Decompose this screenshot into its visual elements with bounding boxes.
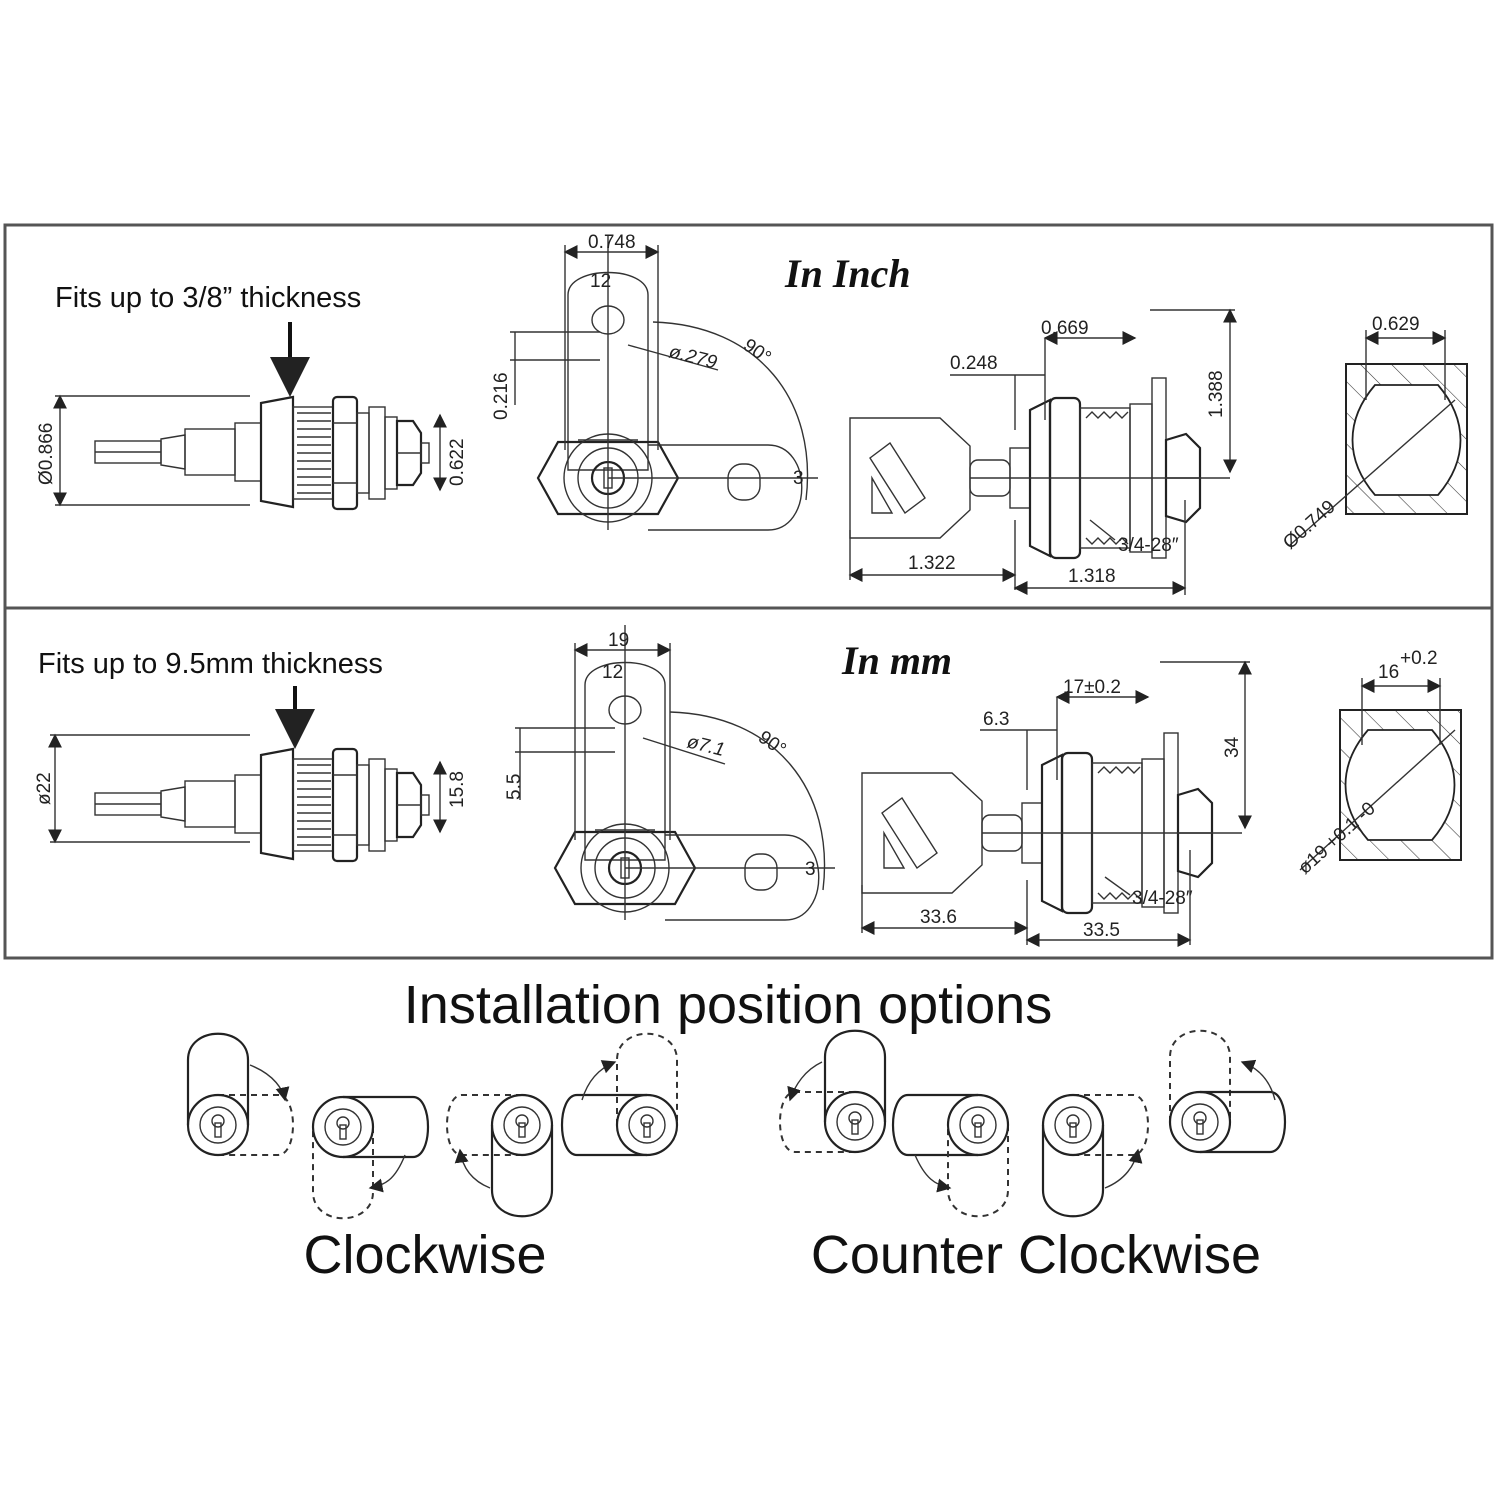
- mm-panel-cutout: [1299, 678, 1462, 871]
- mm-side-height: 15.8: [447, 771, 468, 808]
- mm-side-diameter: ø22: [34, 772, 55, 805]
- mm-cutout-width-tol: +0.2: [1400, 648, 1438, 669]
- cw-knob-4: [560, 1032, 679, 1157]
- counter-clockwise-label: Counter Clockwise: [811, 1225, 1261, 1285]
- clockwise-label: Clockwise: [303, 1225, 546, 1285]
- inch-front-width: 0.748: [588, 232, 636, 253]
- ccw-knob-1: [779, 1029, 887, 1154]
- inch-front-hole: ø.279: [667, 341, 720, 373]
- mm-front-width: 19: [608, 630, 629, 651]
- clockwise-diagrams: [186, 1032, 679, 1220]
- inch-side-view: [93, 395, 431, 511]
- inch-cutout-width: 0.629: [1372, 314, 1420, 335]
- mm-cutout-diameter: ø19: [1294, 841, 1332, 879]
- mm-front-dot: 3: [805, 859, 816, 880]
- mm-front-offset: 12: [602, 662, 623, 683]
- cw-knob-3: [446, 1093, 554, 1218]
- inch-front-angle: 90°: [739, 335, 775, 369]
- inch-profile-key-len: 1.322: [908, 553, 956, 574]
- inch-front-view: [536, 233, 820, 532]
- mm-profile-d1: 17±0.2: [1063, 677, 1121, 698]
- mm-front-view: [553, 623, 837, 922]
- inch-profile-d1: 0.669: [1041, 318, 1089, 339]
- mm-profile-d2: 6.3: [983, 709, 1009, 730]
- mm-side-view: [93, 747, 431, 863]
- ccw-knob-4: [1168, 1029, 1287, 1154]
- mm-front-angle: 90°: [754, 727, 790, 761]
- inch-cutout-diameter: Ø0.749: [1279, 496, 1339, 553]
- ccw-knob-2: [891, 1093, 1010, 1218]
- inch-fit-note: Fits up to 3/8” thickness: [55, 282, 361, 314]
- inch-side-diameter: Ø0.866: [36, 423, 57, 485]
- inch-side-height: 0.622: [447, 438, 468, 486]
- inch-profile-height: 1.388: [1206, 370, 1227, 418]
- mm-fit-note: Fits up to 9.5mm thickness: [38, 648, 383, 680]
- mm-profile-thread: 3/4-28″: [1132, 888, 1193, 909]
- cw-knob-2: [311, 1095, 430, 1220]
- inch-profile-body-len: 1.318: [1068, 566, 1116, 587]
- mm-title: In mm: [841, 638, 952, 683]
- mm-front-rise: 5.5: [504, 774, 525, 800]
- mm-cutout-width: 16: [1378, 662, 1399, 683]
- mm-profile-height: 34: [1222, 736, 1243, 758]
- counter-clockwise-diagrams: [779, 1029, 1287, 1218]
- spec-frame: [3, 223, 1494, 960]
- inch-profile-thread: 3/4-28″: [1118, 535, 1179, 556]
- ccw-knob-3: [1041, 1093, 1149, 1218]
- inch-key-profile: [848, 376, 1232, 560]
- mm-profile-key-len: 33.6: [920, 907, 957, 928]
- mm-front-hole: ø7.1: [685, 731, 727, 761]
- inch-front-rise: 0.216: [491, 372, 512, 420]
- mm-key-profile: [860, 731, 1244, 915]
- inch-panel-cutout: [1289, 330, 1468, 546]
- inch-front-offset: 12: [590, 271, 611, 292]
- inch-profile-d2: 0.248: [950, 353, 998, 374]
- inch-title: In Inch: [784, 251, 911, 296]
- installation-heading: Installation position options: [404, 975, 1052, 1035]
- mm-profile-body-len: 33.5: [1083, 920, 1120, 941]
- inch-front-dot: 3: [793, 468, 804, 489]
- cw-knob-1: [186, 1032, 294, 1157]
